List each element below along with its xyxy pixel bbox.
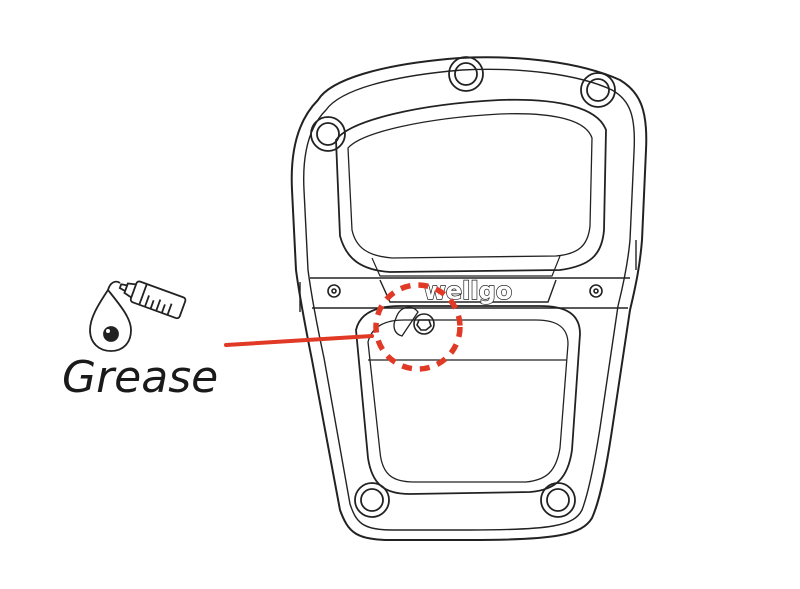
- grease-tube-icon: [118, 280, 187, 320]
- grease-callout-line: [224, 334, 374, 347]
- axle-band-center-plate: [379, 279, 557, 303]
- oil-drop-highlight: [106, 329, 110, 333]
- oil-drop-icon: [89, 280, 132, 352]
- upper-cutout-inner: [347, 113, 593, 259]
- grease-point-marker: [373, 282, 463, 372]
- axle-band: [299, 240, 637, 312]
- oil-drop-core: [103, 326, 119, 342]
- oil-drop-outline: [89, 288, 132, 352]
- axle-holes: [327, 284, 603, 298]
- pin-bottom-left: [354, 482, 390, 518]
- hub-screw: [393, 306, 435, 337]
- pedal-outer-outline: [290, 56, 648, 541]
- hub-screw-hex: [416, 319, 432, 331]
- pedal-body: [290, 56, 648, 541]
- left-axle-hole-center: [331, 288, 337, 294]
- lower-cutout-inner: [367, 319, 569, 483]
- left-axle-hole: [327, 284, 341, 298]
- right-axle-hole: [589, 284, 603, 298]
- pin-top-left: [310, 116, 346, 152]
- lower-cutout: [355, 305, 581, 495]
- pedal-pins: [310, 56, 616, 518]
- right-axle-hole-center: [593, 288, 599, 294]
- hub-screw-head: [413, 313, 435, 335]
- lower-cutout-outer: [355, 305, 581, 495]
- pin-top-center: [448, 56, 484, 92]
- pin-top-right: [580, 72, 616, 108]
- hub-screw-recess: [393, 306, 419, 337]
- grease-label: Grease: [62, 352, 218, 403]
- upper-cutout-ledge: [371, 255, 561, 277]
- oil-drop-tail: [107, 280, 121, 291]
- upper-cutout-outer: [335, 98, 607, 273]
- pin-bottom-right: [540, 482, 576, 518]
- pedal-outer-inner-edge: [302, 68, 636, 531]
- upper-cutout: [335, 98, 607, 277]
